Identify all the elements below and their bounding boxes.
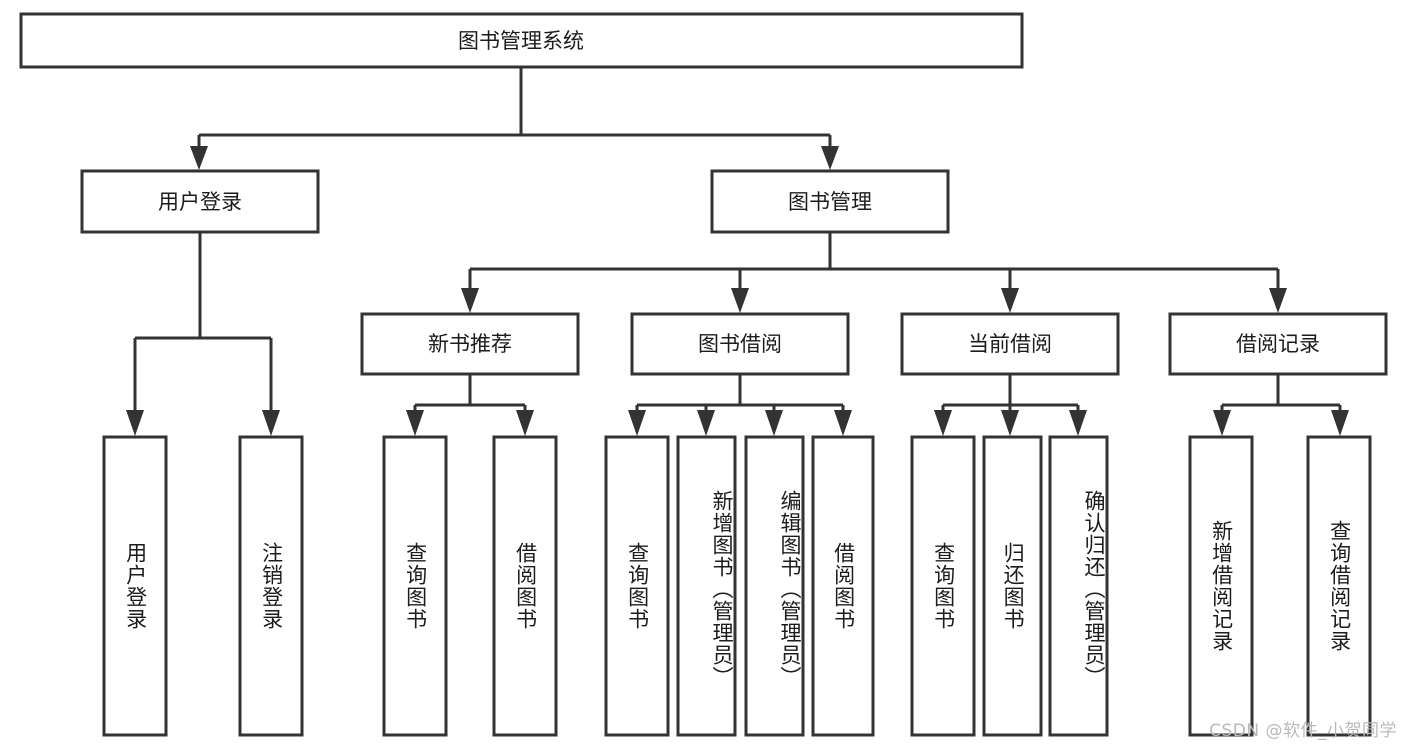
node-book-management[interactable] — [710, 169, 950, 234]
arrow-current-borrow — [1001, 288, 1019, 313]
leafbox-confirm-return[interactable] — [1048, 435, 1109, 737]
node-user-login-label: 用户登录 — [158, 190, 242, 214]
leafbox-borrow-book-2[interactable] — [811, 435, 875, 737]
arrow-user-login — [190, 146, 208, 170]
arrow-leaf-logout — [262, 410, 280, 436]
node-current-borrow-label: 当前借阅 — [968, 332, 1052, 356]
node-book-management-label: 图书管理 — [788, 190, 872, 214]
arrow-leaf-query-book-1 — [406, 410, 424, 436]
arrow-new-book-recommend — [461, 288, 479, 313]
leafbox-user-login[interactable] — [102, 435, 168, 737]
node-new-book-recommend[interactable] — [360, 312, 580, 376]
node-current-borrow[interactable] — [900, 312, 1120, 376]
arrow-leaf-user-login — [126, 410, 144, 436]
arrow-leaf-query-record — [1331, 410, 1349, 436]
arrow-book-management — [821, 146, 839, 170]
leafbox-borrow-book-1[interactable] — [492, 435, 558, 737]
node-book-borrow-label: 图书借阅 — [698, 332, 782, 356]
node-borrow-record[interactable] — [1168, 312, 1388, 376]
arrow-leaf-query-book-3 — [934, 410, 952, 436]
leafbox-logout[interactable] — [238, 435, 304, 737]
leafbox-add-record[interactable] — [1188, 435, 1254, 737]
arrow-leaf-confirm-return — [1069, 410, 1087, 436]
arrow-leaf-query-book-2 — [628, 410, 646, 436]
arrow-leaf-add-book — [697, 410, 715, 436]
arrow-leaf-borrow-book-2 — [834, 410, 852, 436]
arrow-leaf-borrow-book-1 — [516, 410, 534, 436]
node-root-book-management-system[interactable] — [19, 12, 1024, 69]
arrow-book-borrow — [731, 288, 749, 313]
leafbox-query-book-3[interactable] — [910, 435, 976, 737]
csdn-watermark: CSDN @软件_小贺同学 — [1209, 721, 1397, 741]
arrow-borrow-record — [1269, 288, 1287, 313]
leafbox-query-record[interactable] — [1306, 435, 1372, 737]
arrow-leaf-return-book — [1001, 410, 1019, 436]
arrow-leaf-add-record — [1213, 410, 1231, 436]
node-new-book-recommend-label: 新书推荐 — [428, 332, 512, 356]
node-root-label: 图书管理系统 — [458, 29, 584, 53]
leafbox-add-book[interactable] — [676, 435, 737, 737]
leafbox-query-book-2[interactable] — [604, 435, 670, 737]
leafbox-edit-book[interactable] — [744, 435, 805, 737]
leafbox-query-book-1[interactable] — [382, 435, 448, 737]
arrow-leaf-edit-book — [765, 410, 783, 436]
leafbox-return-book[interactable] — [982, 435, 1043, 737]
node-book-borrow[interactable] — [630, 312, 850, 376]
node-borrow-record-label: 借阅记录 — [1236, 332, 1320, 356]
